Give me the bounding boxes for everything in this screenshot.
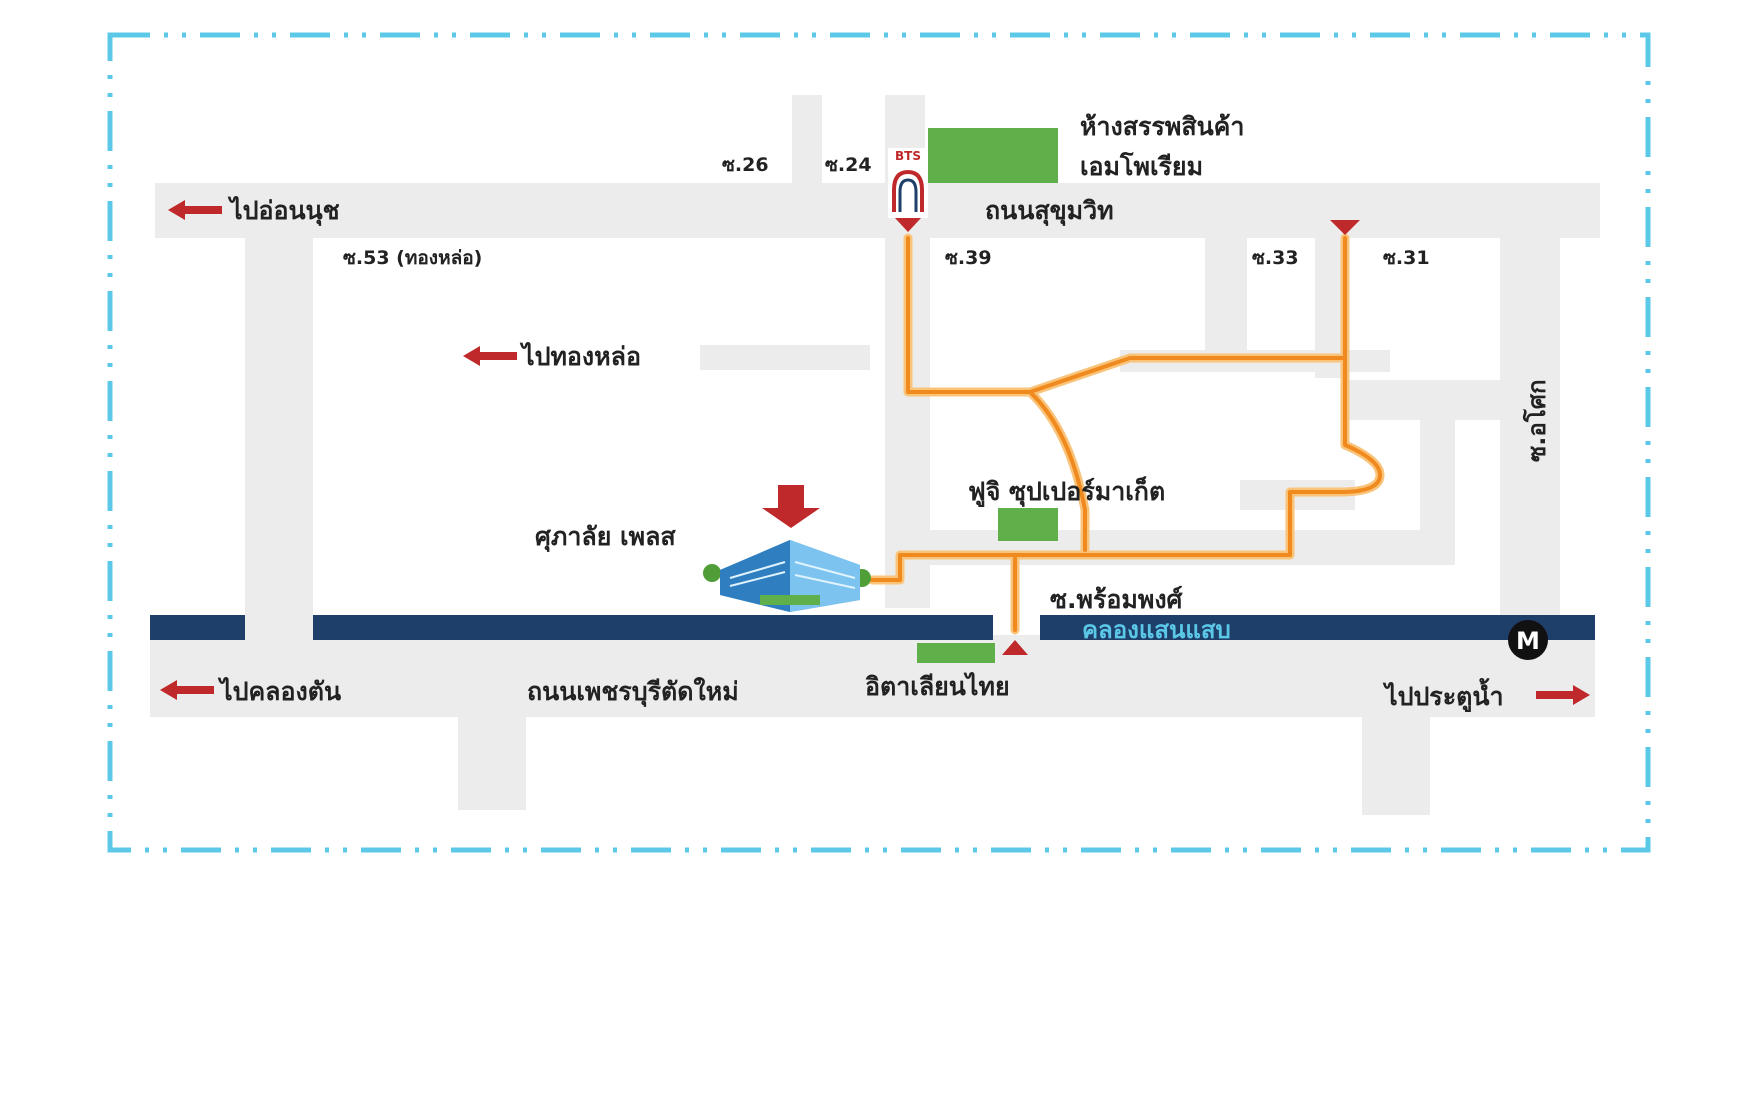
label-to-pratunam: ไปประตูน้ำ [1382, 677, 1504, 713]
soi31-marker-icon [1330, 220, 1360, 235]
label-soi-asoke: ซ.อโศก [1522, 380, 1551, 462]
arrow-right-icon [1536, 685, 1590, 705]
label-soi53: ซ.53 (ทองหล่อ) [343, 247, 482, 269]
south-road-b [1362, 715, 1430, 815]
label-fuji: ฟูจิ ซุปเปอร์มาเก็ต [968, 476, 1165, 508]
label-phetchaburi: ถนนเพชรบุรีตัดใหม่ [527, 676, 739, 708]
arrow-left-icon [463, 346, 517, 366]
label-mall-line1: ห้างสรรพสินค้า [1080, 112, 1244, 141]
soi-asoke-road [1500, 238, 1560, 665]
canal-segment-east [1040, 615, 1595, 640]
emporium-mall-block [928, 128, 1058, 183]
label-soi39: ซ.39 [945, 247, 992, 269]
bts-station-icon: BTS [888, 148, 928, 218]
thonglor-branch [700, 345, 870, 370]
soi53-road [245, 238, 313, 665]
south-road-a [458, 715, 526, 810]
office-building-icon [703, 540, 871, 612]
label-soi33: ซ.33 [1252, 247, 1299, 269]
map-frame [107, 32, 1651, 853]
eastern-lane [1345, 380, 1505, 420]
label-soi24: ซ.24 [825, 154, 872, 176]
direction-arrows [160, 200, 1590, 705]
mrt-label: M [1516, 627, 1540, 655]
label-sukhumvit: ถนนสุขุมวิท [985, 196, 1114, 227]
mrt-station-icon: M [1508, 620, 1548, 660]
road-network [150, 95, 1600, 815]
fuji-supermarket-block [998, 508, 1058, 541]
italthai-block [917, 643, 995, 663]
label-mall-line2: เอมโพเรียม [1080, 151, 1203, 181]
label-place: ศุภาลัย เพลส [535, 522, 676, 553]
label-to-thonglor: ไปทองหล่อ [519, 341, 641, 371]
soi24-road [792, 95, 822, 185]
label-soi31: ซ.31 [1383, 247, 1430, 269]
label-italthai: อิตาเลียนไทย [865, 671, 1010, 701]
location-down-arrow-icon [762, 485, 820, 528]
label-canal: คลองแสนแสบ [1082, 616, 1231, 644]
label-soi-phrompong: ซ.พร้อมพงศ์ [1050, 585, 1184, 614]
italthai-marker-icon [1002, 640, 1028, 655]
soi33-road [1205, 238, 1247, 356]
phetchaburi-road [150, 665, 1595, 717]
canal-segment-west [150, 615, 245, 640]
label-to-onnut: ไปอ่อนนุช [227, 195, 340, 227]
bts-label: BTS [895, 149, 921, 163]
label-to-khlongton: ไปคลองตัน [217, 676, 341, 706]
sukhumvit-road [155, 183, 1600, 238]
bts-exit-marker-icon [895, 218, 921, 232]
arrow-left-icon [160, 680, 214, 700]
arrow-left-icon [168, 200, 222, 220]
label-soi26: ซ.26 [722, 154, 769, 176]
canal [150, 615, 1595, 640]
canal-segment-middle [313, 615, 993, 640]
route-line [867, 233, 1385, 635]
